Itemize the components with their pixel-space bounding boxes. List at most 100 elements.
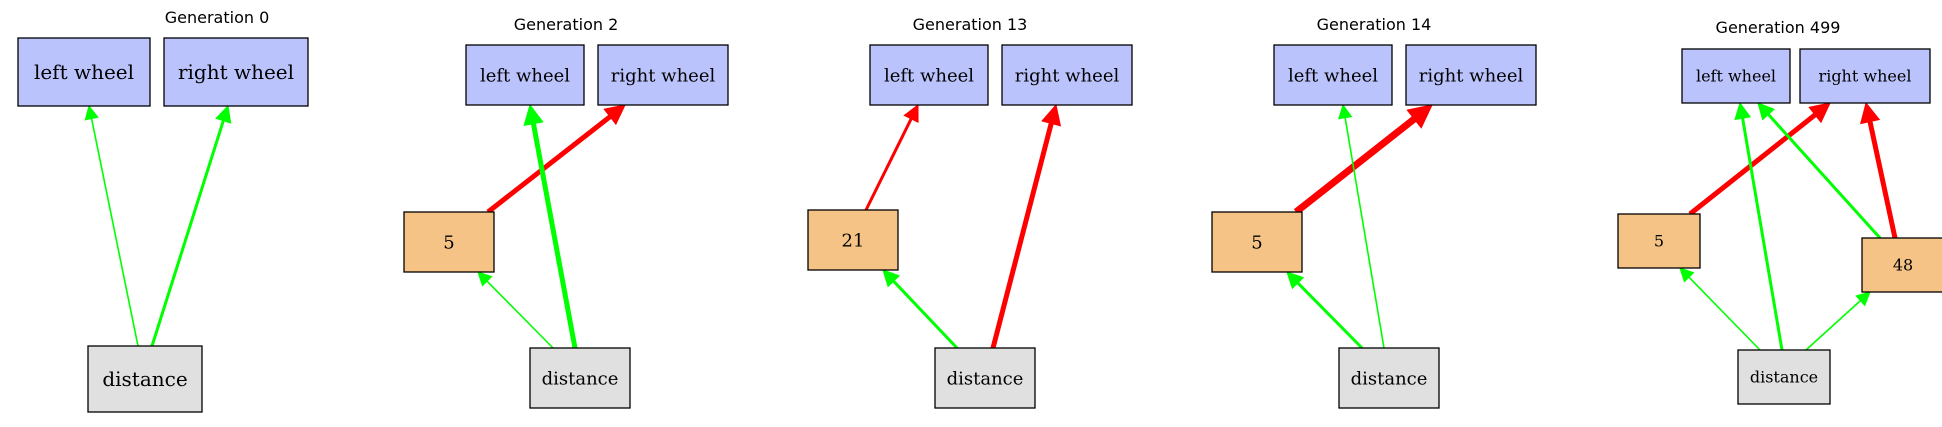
node-label: distance xyxy=(1750,368,1818,387)
node-label: 5 xyxy=(1654,232,1664,251)
node-label: left wheel xyxy=(884,65,974,86)
node-box xyxy=(1737,349,1831,405)
node-box xyxy=(87,345,203,413)
edge-h48-to-lw xyxy=(1757,102,1882,240)
node-box xyxy=(1211,211,1303,273)
node-label: 48 xyxy=(1893,256,1913,275)
node-box xyxy=(1338,347,1440,409)
edge-line xyxy=(892,280,959,350)
node-output: right wheel xyxy=(1405,44,1537,106)
node-box xyxy=(1617,213,1701,269)
node-hidden: 5 xyxy=(403,211,495,273)
arrowhead-icon xyxy=(477,271,493,287)
node-label: 5 xyxy=(1251,232,1262,253)
node-output: left wheel xyxy=(17,37,151,107)
node-input: distance xyxy=(529,347,631,409)
arrowhead-icon xyxy=(1679,267,1695,283)
node-box xyxy=(1799,48,1931,104)
node-box xyxy=(934,347,1036,409)
node-output: left wheel xyxy=(1681,48,1791,104)
arrowhead-icon xyxy=(603,104,626,126)
node-label: 21 xyxy=(842,230,865,251)
arrowhead-icon xyxy=(1808,102,1831,124)
arrowhead-icon xyxy=(1286,271,1305,290)
arrowhead-icon xyxy=(84,104,99,121)
node-box xyxy=(1001,44,1133,106)
node-output: right wheel xyxy=(1001,44,1133,106)
edge-line xyxy=(1741,117,1784,351)
edge-line xyxy=(990,122,1054,349)
edge-d-to-lw xyxy=(1734,101,1784,351)
arrowhead-icon xyxy=(1860,101,1881,125)
edge-d-to-h21 xyxy=(882,269,959,350)
node-output: left wheel xyxy=(465,44,585,106)
node-box xyxy=(1405,44,1537,106)
edge-line xyxy=(531,123,578,349)
edge-line xyxy=(90,118,139,347)
edge-line xyxy=(1296,281,1364,350)
generation-title: Generation 14 xyxy=(1317,15,1432,34)
arrowhead-icon xyxy=(523,103,544,127)
node-label: left wheel xyxy=(34,60,134,84)
edge-line xyxy=(1688,112,1817,216)
edge-line xyxy=(864,118,913,211)
edge-d-to-rw xyxy=(150,104,232,347)
edge-h5-to-rw xyxy=(486,104,626,214)
generation-title: Generation 13 xyxy=(913,15,1028,34)
generation-title: Generation 2 xyxy=(514,15,619,34)
generation-panel: Generation 2 left wheel right wheel 5 distan… xyxy=(403,15,729,409)
edge-d-to-h5 xyxy=(1679,267,1761,351)
node-box xyxy=(1681,48,1791,104)
arrowhead-icon xyxy=(1041,103,1062,127)
edge-d-to-lw xyxy=(523,103,578,349)
node-label: right wheel xyxy=(1419,65,1524,86)
node-output: right wheel xyxy=(597,44,729,106)
edge-h5-to-rw xyxy=(1688,102,1831,216)
node-output: right wheel xyxy=(163,37,309,107)
edge-d-to-rw xyxy=(990,103,1062,349)
node-label: right wheel xyxy=(611,65,716,86)
node-box xyxy=(807,209,899,271)
node-box xyxy=(869,44,989,106)
edge-line xyxy=(1688,276,1761,351)
node-box xyxy=(163,37,309,107)
node-input: distance xyxy=(1737,349,1831,405)
generation-panel: Generation 13 left wheel right wheel 21 dist… xyxy=(807,15,1133,409)
edge-d-to-h48 xyxy=(1805,291,1871,351)
node-output: right wheel xyxy=(1799,48,1931,104)
generation-title: Generation 499 xyxy=(1716,18,1841,37)
edge-h48-to-rw xyxy=(1860,101,1898,239)
node-input: distance xyxy=(87,345,203,413)
edge-d-to-h5 xyxy=(1286,271,1364,350)
edge-line xyxy=(1767,113,1882,240)
node-label: left wheel xyxy=(1288,65,1378,86)
edge-line xyxy=(486,114,612,214)
node-hidden: 21 xyxy=(807,209,899,271)
node-box xyxy=(597,44,729,106)
edge-h5-to-rw xyxy=(1293,104,1433,215)
edge-line xyxy=(150,120,225,347)
node-output: left wheel xyxy=(1273,44,1393,106)
node-input: distance xyxy=(934,347,1036,409)
arrowhead-icon xyxy=(1855,291,1871,307)
edge-line xyxy=(1867,121,1898,239)
node-output: left wheel xyxy=(869,44,989,106)
node-label: right wheel xyxy=(1819,67,1912,86)
edge-d-to-lw xyxy=(84,104,139,347)
node-box xyxy=(17,37,151,107)
node-label: distance xyxy=(542,368,619,389)
edge-d-to-lw xyxy=(1338,103,1385,349)
node-input: distance xyxy=(1338,347,1440,409)
node-label: distance xyxy=(102,367,187,391)
node-label: distance xyxy=(1351,368,1428,389)
node-box xyxy=(465,44,585,106)
edge-h21-to-lw xyxy=(864,103,919,211)
node-hidden: 5 xyxy=(1617,213,1701,269)
generation-panel: Generation 14 left wheel right wheel 5 dista… xyxy=(1211,15,1537,409)
node-box xyxy=(403,211,495,273)
arrowhead-icon xyxy=(1757,102,1775,121)
node-hidden: 48 xyxy=(1861,237,1942,293)
node-hidden: 5 xyxy=(1211,211,1303,273)
